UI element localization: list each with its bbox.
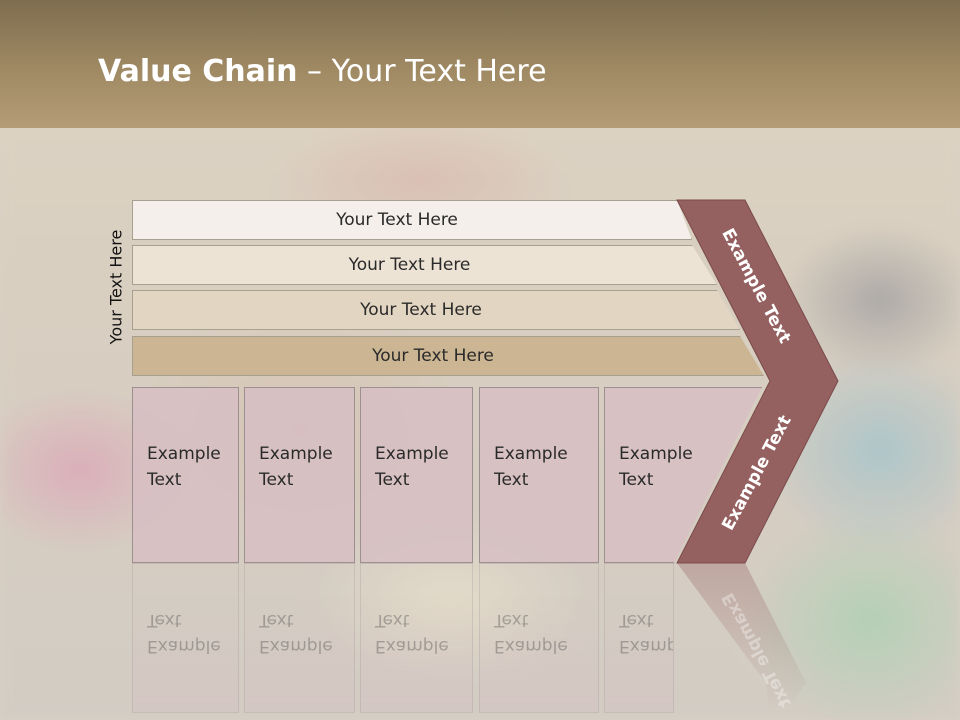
primary-box-4-line2: Text [494,470,529,490]
primary-box-2-line1: Example [259,444,333,464]
primary-box-2-line2: Text [259,470,294,490]
slide-title-bold: Value Chain [98,54,298,89]
support-bar-4-label: Your Text Here [372,346,494,366]
support-bar-3: Your Text Here [132,290,740,330]
support-bar-3-label: Your Text Here [360,300,482,320]
support-bar-2: Your Text Here [132,245,717,285]
primary-box-4-line1: Example [494,444,568,464]
primary-box-1: Example Text [132,387,239,563]
title-bar: Value Chain – Your Text Here [0,0,960,128]
primary-box-1-line2: Text [147,470,182,490]
primary-box-5-line2: Text [619,470,654,490]
primary-box-1-line1: Example [147,444,221,464]
primary-box-3-line1: Example [375,444,449,464]
primary-box-3: Example Text [360,387,473,563]
primary-box-5-line1: Example [619,444,693,464]
support-bar-2-label: Your Text Here [348,255,471,275]
primary-box-3-line2: Text [375,470,410,490]
slide-title-rest: – Your Text Here [297,54,547,89]
support-bar-4: Your Text Here [132,336,764,376]
chevron-reflection [677,563,806,713]
primary-box-4: Example Text [479,387,599,563]
primary-box-2: Example Text [244,387,355,563]
support-bar-1: Your Text Here [132,200,692,240]
slide-title: Value Chain – Your Text Here [98,54,547,89]
chevron-shape [676,199,839,564]
support-bar-1-label: Your Text Here [336,210,458,230]
